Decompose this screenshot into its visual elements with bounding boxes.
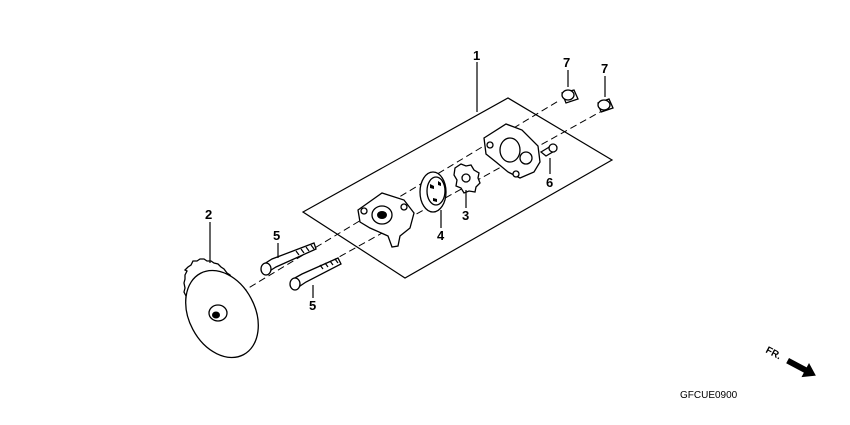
figure-code: GFCUE0900: [680, 390, 738, 401]
front-direction-arrow-icon: FR.: [764, 345, 816, 378]
dowel-pin-a: [561, 89, 579, 104]
outer-rotor-part: [419, 171, 447, 213]
callout-2: 2: [205, 207, 212, 222]
pump-body-part: [357, 192, 415, 248]
assembly-boundary: [301, 97, 614, 279]
bolt-upper: [260, 242, 317, 276]
callout-7a: 7: [563, 55, 570, 70]
gear-part: [183, 258, 259, 359]
bolt-lower: [289, 257, 342, 291]
callout-5a: 5: [273, 228, 280, 243]
callout-3: 3: [462, 208, 469, 223]
dowel-pin-b: [597, 98, 614, 113]
callout-4: 4: [437, 228, 445, 243]
inner-rotor-part: [453, 163, 481, 194]
front-direction-label: FR.: [764, 345, 784, 362]
callout-5b: 5: [309, 298, 316, 313]
pump-cover-part: [483, 123, 541, 179]
callout-1: 1: [473, 48, 480, 63]
callout-7b: 7: [601, 61, 608, 76]
screw-part: [539, 143, 558, 157]
callout-6: 6: [546, 175, 553, 190]
